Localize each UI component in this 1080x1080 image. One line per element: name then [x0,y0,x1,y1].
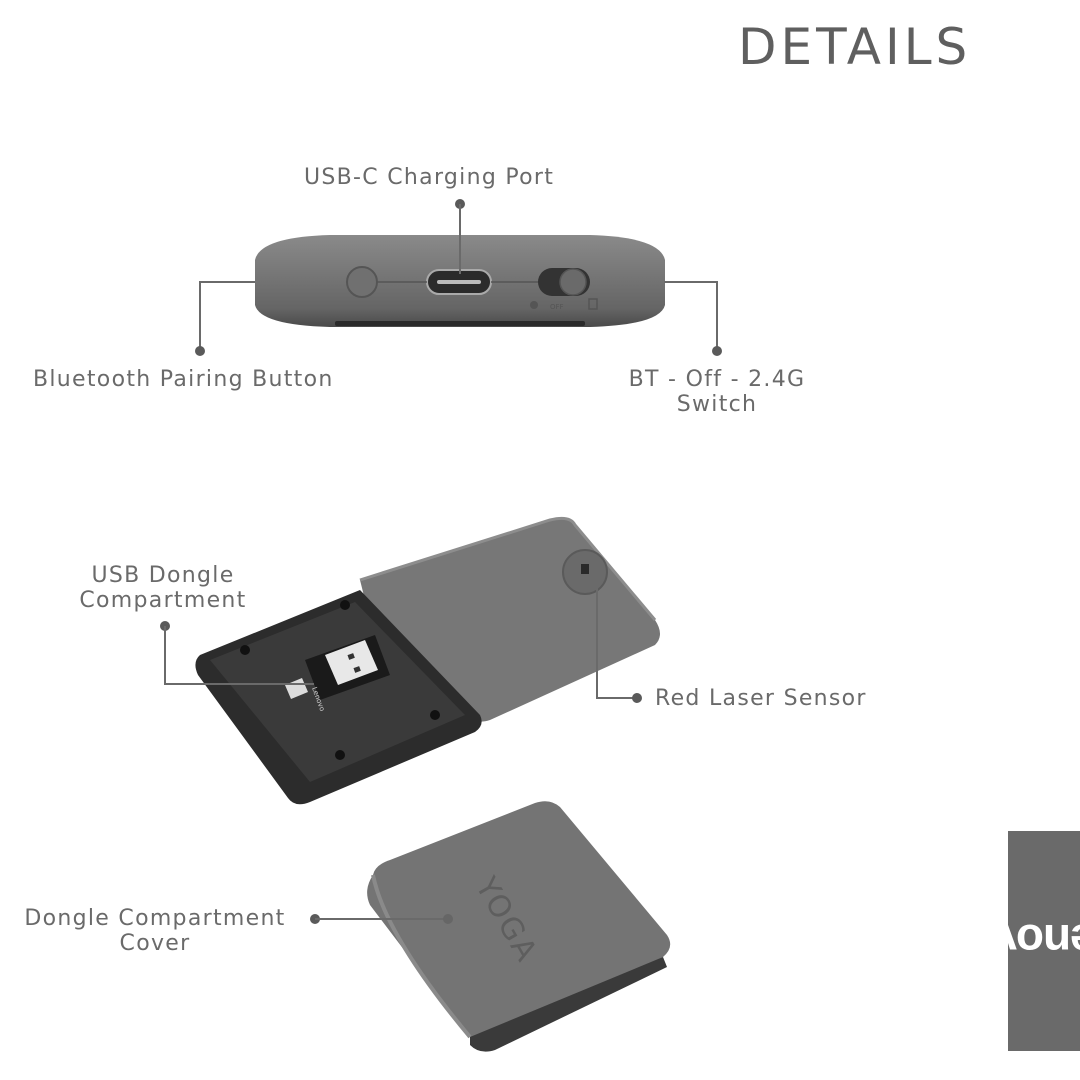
switch-label: BT - Off - 2.4G Switch [612,367,822,417]
switch-label-line2: Switch [676,392,758,417]
bt-button-callout-dot [195,346,205,356]
cover-label-line2: Cover [119,931,191,956]
laser-callout-line-v [596,580,598,698]
dongle-callout-line-h [164,683,314,685]
bt-button-callout-line-h [200,281,255,283]
usb-dongle-compartment-label: USB Dongle Compartment [68,563,258,613]
compartment-cover: YOGA [367,801,671,1052]
mouse-side-view: OFF [255,235,665,327]
page-title: DETAILS [738,18,972,76]
mouse-bottom-view: Lenovo [195,516,660,805]
cover-label: Dongle Compartment Cover [5,906,305,956]
switch-label-line1: BT - Off - 2.4G [628,367,806,392]
switch-callout-line-v [716,281,718,349]
laser-callout-dot [632,693,642,703]
lenovo-logo: Lenovo™ [965,831,1080,1051]
switch-callout-dot [712,346,722,356]
svg-text:OFF: OFF [550,303,564,311]
laser-callout-line-h [596,697,634,699]
switch-callout-line-h [664,281,718,283]
dongle-label-line2: Compartment [79,588,247,613]
bt-button-callout-line-v [199,281,201,349]
red-laser-sensor-label: Red Laser Sensor [655,686,867,711]
cover-callout-end-dot [443,914,453,924]
usb-c-port-label: USB-C Charging Port [304,165,555,190]
bt-pairing-button-label: Bluetooth Pairing Button [33,367,334,392]
usb-c-callout-line [459,204,461,274]
dongle-label-line1: USB Dongle [91,563,235,588]
cover-label-line1: Dongle Compartment [24,906,286,931]
lenovo-logo-text: Lenovo [965,915,1080,967]
dongle-callout-line-v [164,626,166,684]
cover-callout-line [315,918,447,920]
